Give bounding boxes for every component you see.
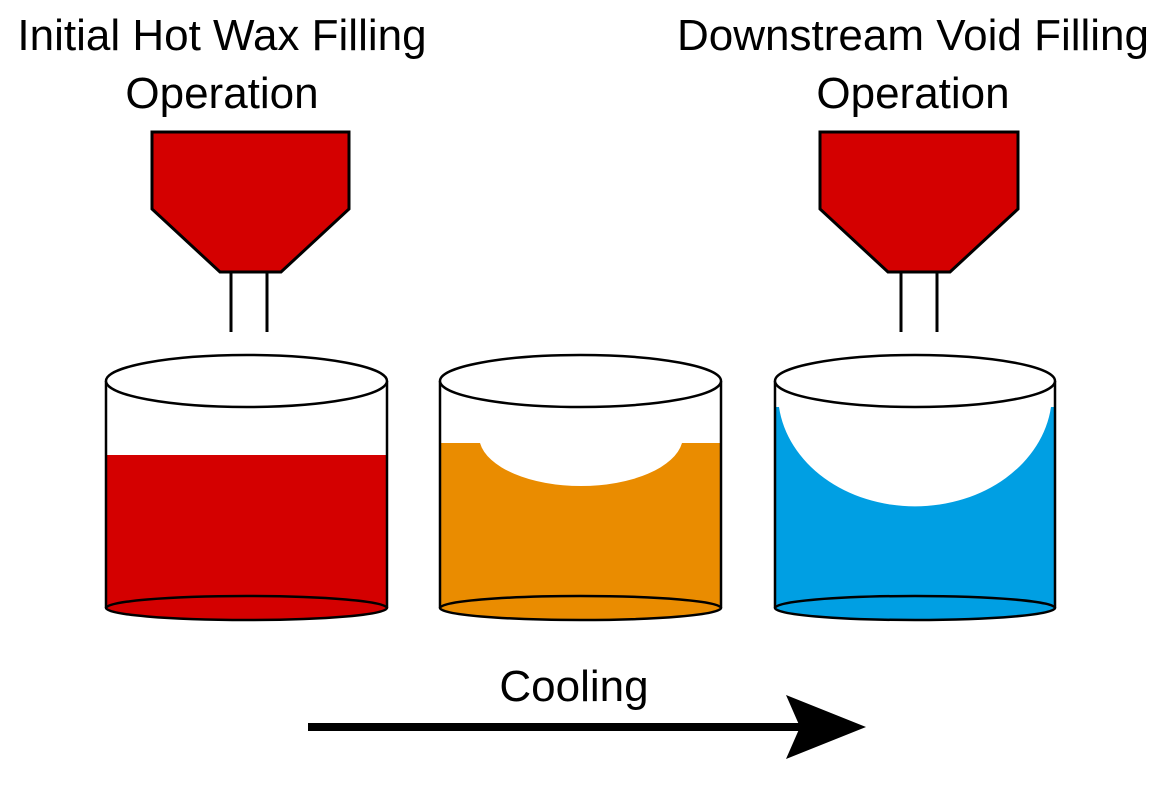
container-cooling (438, 353, 723, 622)
void-filled-wax (775, 407, 1055, 608)
hot-wax-fill (106, 455, 387, 608)
right-title-line2: Operation (816, 69, 1009, 118)
cooling-label: Cooling (499, 662, 648, 711)
hot-wax-base (104, 594, 389, 622)
right-hopper-body (818, 130, 1020, 274)
cooling-arrow (308, 695, 866, 759)
cooling-wax-base (438, 594, 723, 622)
void-filled-wax-base (773, 594, 1057, 622)
container-hot-fill (104, 353, 389, 622)
right-title-line1: Downstream Void Filling (677, 11, 1149, 60)
container-void-fill (773, 353, 1057, 622)
left-title-line1: Initial Hot Wax Filling (17, 11, 426, 60)
cooling-wax-fill (440, 443, 721, 608)
left-title-line2: Operation (125, 69, 318, 118)
left-hopper-body (150, 130, 351, 274)
right-hopper (818, 130, 1020, 332)
cooling-arrow-head (786, 695, 866, 759)
container-1-rim (104, 353, 389, 409)
left-hopper (150, 130, 351, 332)
container-3-rim (773, 353, 1057, 409)
container-2-rim (438, 353, 723, 409)
